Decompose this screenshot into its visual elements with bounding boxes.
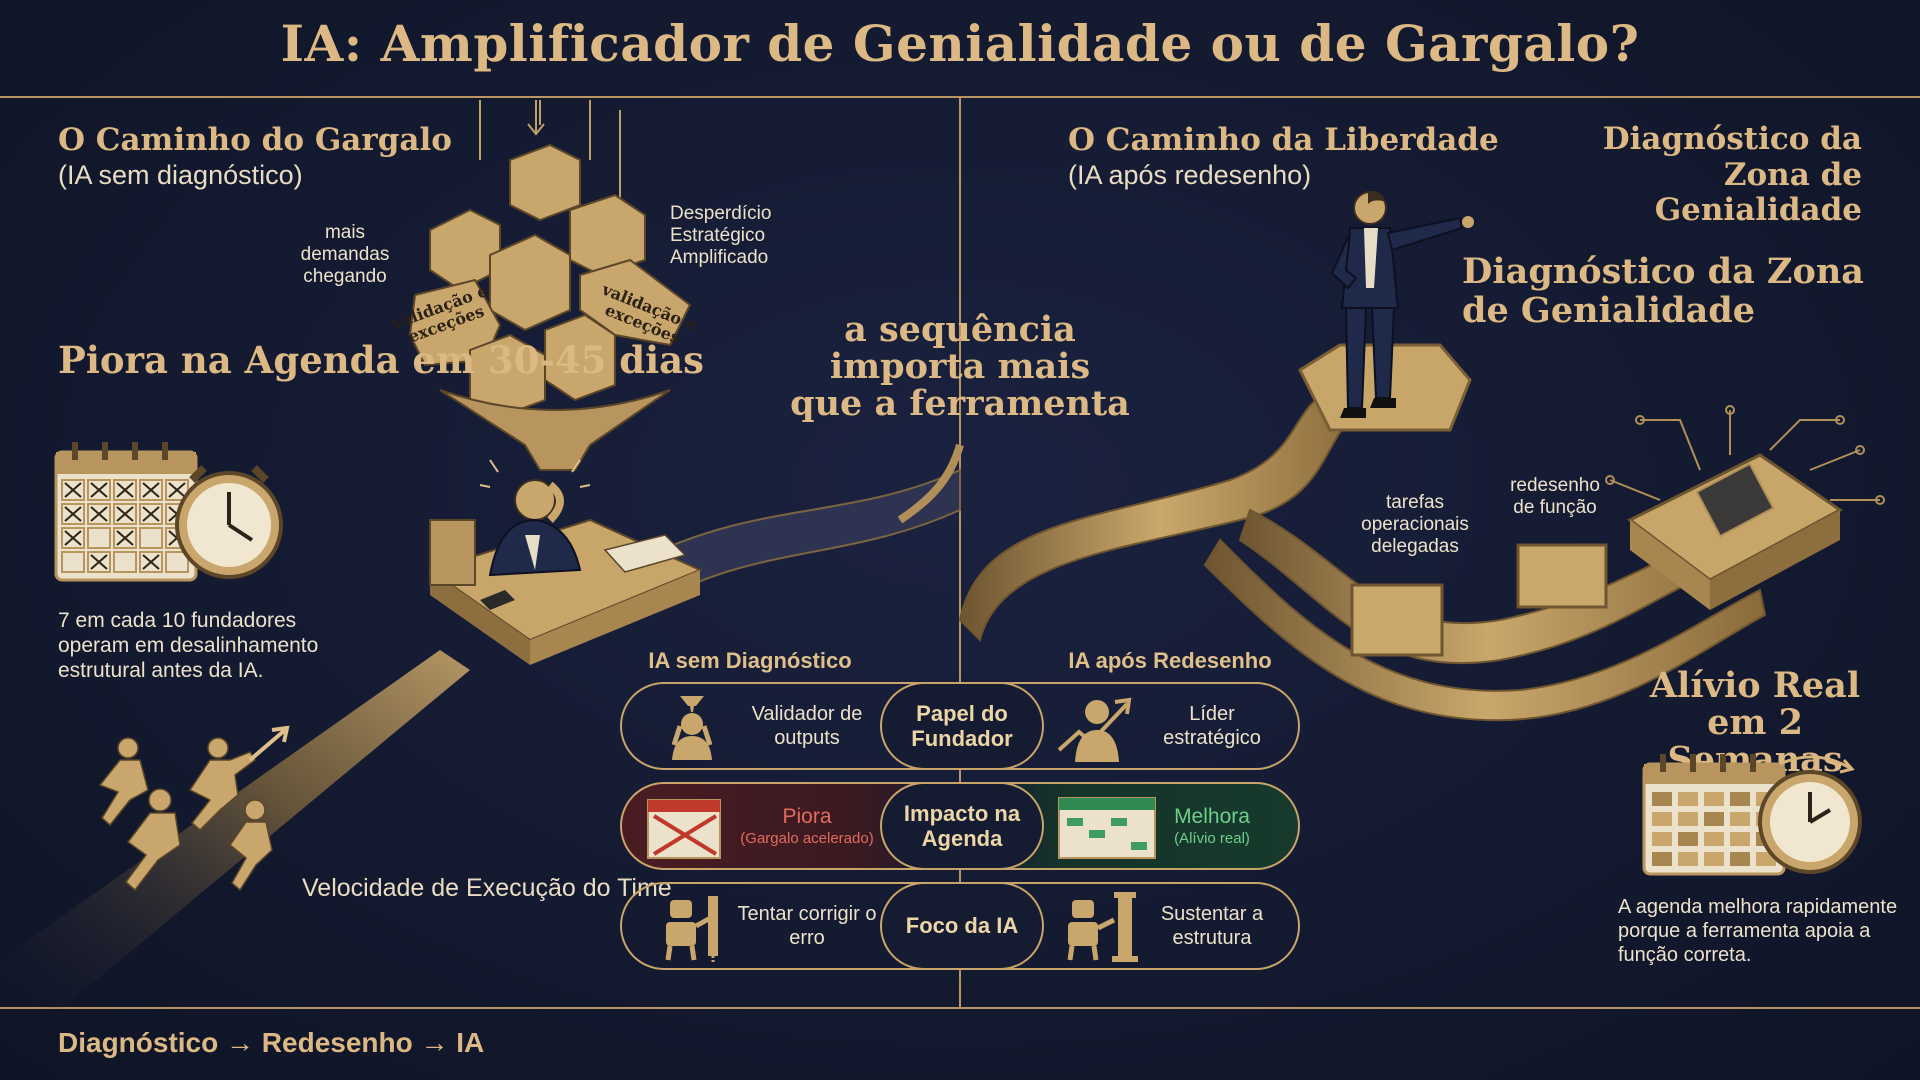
row-agenda-impact: Piora (Gargalo acelerado) Impacto na Age…: [620, 782, 1300, 870]
running-team-illustration: [98, 725, 290, 892]
robot-pillar-icon: [1067, 892, 1138, 962]
pill-founder-role: Papel do Fundador: [880, 682, 1044, 770]
footer-sequence: Diagnóstico → Redesenho → IA: [58, 1027, 485, 1058]
row-ai-focus: Tentar corrigir o erro Foco da IA Susten…: [620, 882, 1300, 970]
corner-title: Diagnóstico da Zona de Genialidade: [1602, 121, 1862, 229]
robot-fixing-icon: [665, 896, 718, 962]
leader-illustration: [1330, 191, 1474, 418]
ribbon-left: [638, 468, 961, 602]
left-subheading: (IA sem diagnóstico): [58, 160, 303, 190]
worse-sublabel: (Gargalo acelerado): [740, 829, 874, 847]
calendar-worse-icon: [54, 442, 283, 582]
agenda-title: Piora na Agenda em 30-45 dias: [58, 338, 704, 382]
worse-label: Piora: [782, 805, 832, 829]
calendar-crossed-icon: [647, 799, 721, 859]
calendar-better-icon: [1642, 754, 1862, 876]
stressed-founder-illustration: [427, 459, 703, 665]
cell-better: Melhora (Alívio real): [1142, 784, 1282, 868]
circuit-lines: [1605, 405, 1885, 505]
cell-strategic-leader: Líder estratégico: [1163, 703, 1261, 749]
funnel-illustration: [408, 100, 692, 471]
tagline: a sequência importa mais que a ferrament…: [790, 309, 1130, 424]
road-lower: [1203, 538, 1767, 722]
stressed-validator-icon: [671, 696, 713, 760]
main-diagnostic-title: Diagnóstico da Zona de Genialidade: [1462, 251, 1864, 332]
left-heading: O Caminho do Gargalo: [58, 122, 452, 158]
gate-redesign: [1516, 543, 1608, 609]
gate-tasks: [1350, 583, 1444, 657]
pill-agenda-impact: Impacto na Agenda: [880, 782, 1044, 870]
relief-text: A agenda melhora rapidamente porque a fe…: [1618, 896, 1898, 966]
cell-validator: Validador de outputs: [751, 703, 863, 749]
label-more-demands: mais demandas chegando: [300, 222, 390, 287]
center-divider: [959, 98, 961, 1008]
col-header-left: IA sem Diagnóstico: [648, 648, 852, 673]
better-label: Melhora: [1174, 805, 1250, 829]
better-sublabel: (Alívio real): [1174, 829, 1250, 847]
box-icon: [509, 143, 581, 222]
row-founder-role: Validador de outputs Papel do Fundador L…: [620, 682, 1300, 770]
cell-fix-error: Tentar corrigir o erro: [737, 903, 877, 949]
calendar-green-icon: [1058, 797, 1156, 859]
pill-ai-focus: Foco da IA: [880, 882, 1044, 970]
right-subheading: (IA após redesenho): [1068, 160, 1312, 190]
label-role-redesign: redesenho de função: [1510, 475, 1600, 518]
founders-stat: 7 em cada 10 fundadores operam em desali…: [58, 609, 319, 683]
right-heading: O Caminho da Liberdade: [1068, 122, 1499, 158]
label-delegated-tasks: tarefas operacionais delegadas: [1361, 492, 1469, 557]
cell-worse: Piora (Gargalo acelerado): [732, 784, 882, 868]
relief-title: Alívio Real em 2 Semanas: [1649, 665, 1861, 777]
title-divider: [0, 96, 1920, 98]
label-strategic-waste: Desperdício Estratégico Amplificado: [670, 203, 772, 268]
team-speed-label: Velocidade de Execução do Time: [302, 874, 672, 902]
cell-sustain-structure: Sustentar a estrutura: [1160, 903, 1264, 949]
page-title: IA: Amplificador de Genialidade ou de Ga…: [280, 14, 1640, 73]
col-header-right: IA após Redesenho: [1068, 648, 1272, 673]
speed-trail: [0, 650, 470, 1010]
ribbon-right: [958, 388, 1362, 642]
funnel-icon: [439, 389, 671, 471]
leader-growth-icon: [1057, 697, 1132, 762]
footer-divider: [0, 1007, 1920, 1009]
